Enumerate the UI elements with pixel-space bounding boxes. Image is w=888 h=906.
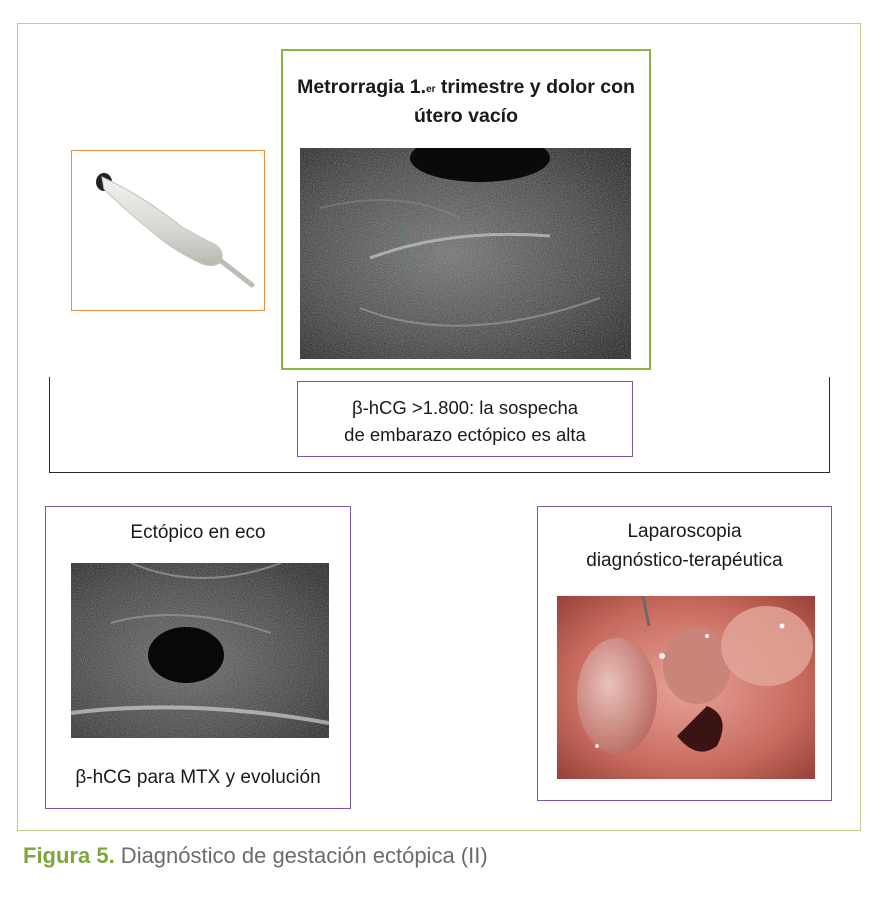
probe-box [71, 150, 265, 311]
hcg-text: β-hCG >1.800: la sospecha de embarazo ec… [298, 394, 632, 448]
laparoscopy-line-2: diagnóstico-terapéutica [586, 550, 783, 571]
ectopic-ultrasound-image [71, 563, 329, 738]
caption-text: Diagnóstico de gestación ectópica (II) [114, 843, 488, 868]
hcg-line-2: de embarazo ectópico es alta [344, 424, 586, 445]
metrorrhagia-box: Metrorragia 1.er trimestre y dolor con ú… [281, 49, 651, 370]
laparoscopy-box: Laparoscopia diagnóstico-terapéutica [537, 506, 832, 801]
laparoscopy-title: Laparoscopia diagnóstico-terapéutica [538, 517, 831, 575]
ectopic-title: Ectópico en eco [130, 522, 266, 543]
metrorrhagia-title: Metrorragia 1.er trimestre y dolor con ú… [297, 76, 635, 127]
ultrasound-scan-image [300, 148, 631, 359]
ectopic-ultrasound-box: Ectópico en eco β-hCG pa [45, 506, 351, 809]
hcg-box: β-hCG >1.800: la sospecha de embarazo ec… [297, 381, 633, 457]
connector-bracket [49, 377, 830, 473]
hcg-line-1: β-hCG >1.800: la sospecha [351, 397, 579, 418]
ectopic-footer: β-hCG para MTX y evolución [75, 767, 321, 788]
figure-caption: Figura 5. Diagnóstico de gestación ectóp… [23, 843, 488, 869]
figure-frame [17, 23, 861, 831]
laparoscopy-photo [557, 596, 815, 779]
laparoscopy-line-1: Laparoscopia [627, 521, 742, 542]
ultrasound-probe-image [82, 165, 256, 298]
caption-label: Figura 5. [23, 843, 115, 868]
